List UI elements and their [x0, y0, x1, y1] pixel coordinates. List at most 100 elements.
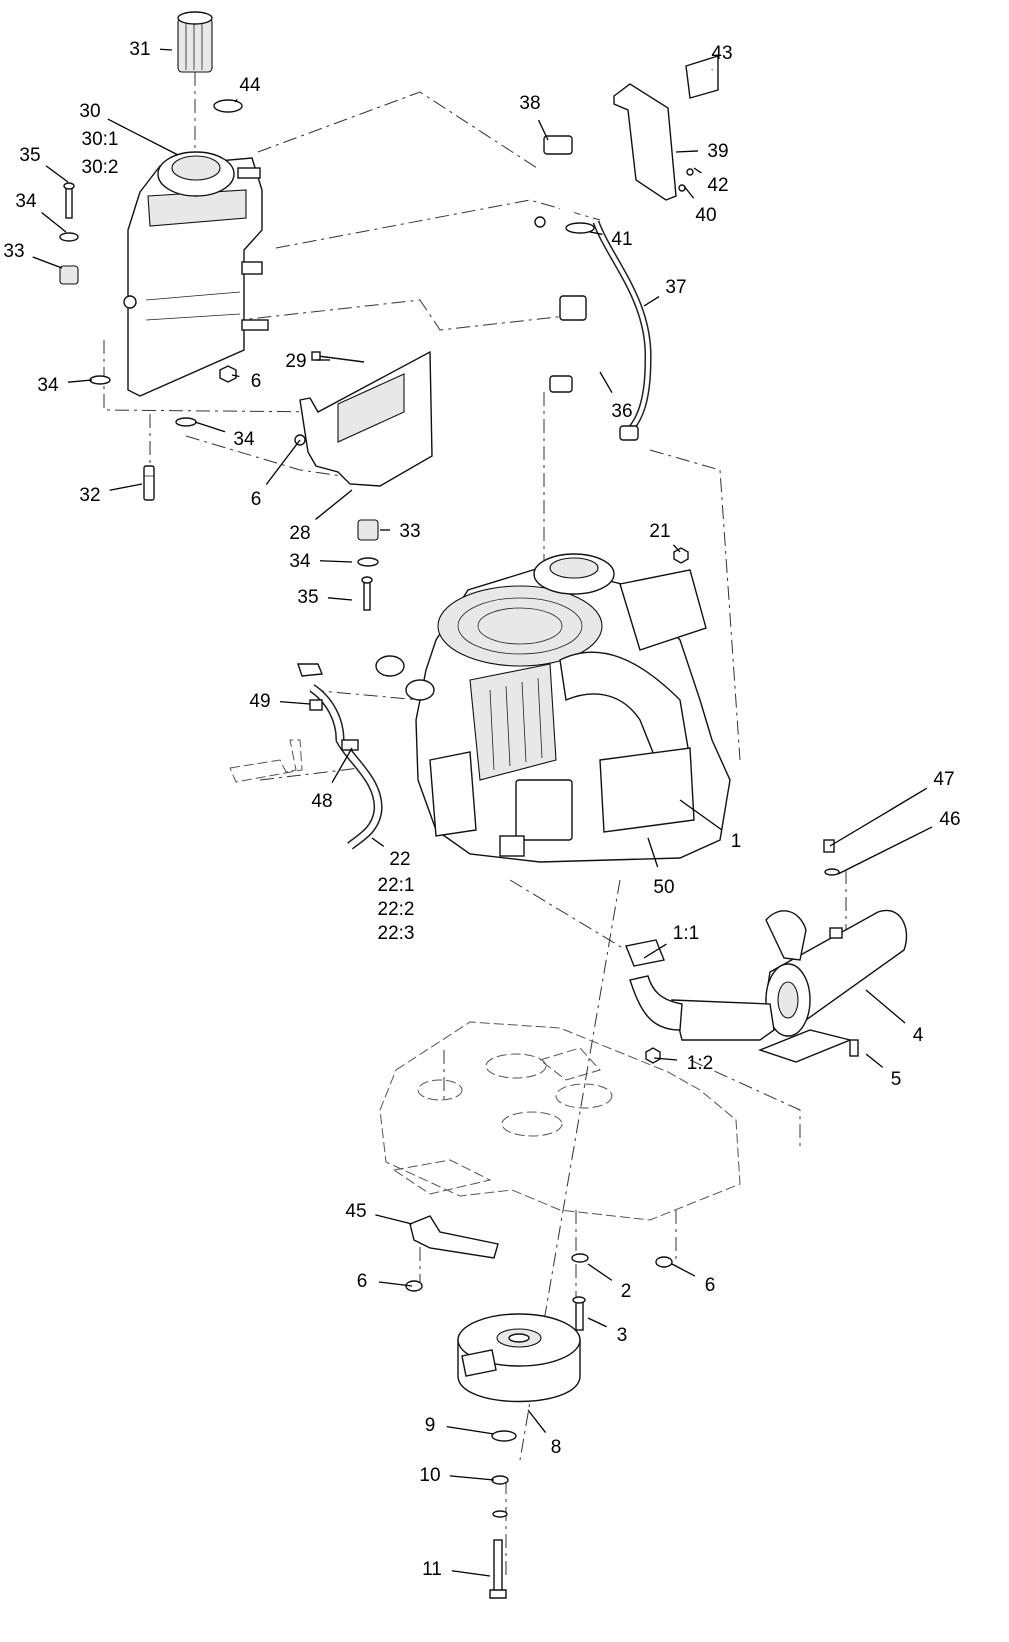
- callout-label: 34: [233, 429, 255, 450]
- callout-label: 35: [297, 587, 318, 608]
- washer-part-10b: [492, 1510, 508, 1518]
- leader-line: [865, 1053, 884, 1068]
- clutch-part: [457, 1313, 581, 1403]
- callout-c34c: 34: [194, 421, 255, 450]
- washer-part-10: [491, 1475, 509, 1485]
- callout-c28: 28: [289, 489, 353, 544]
- fuel-hoses-part: [534, 135, 652, 441]
- callout-c10: 10: [419, 1465, 495, 1486]
- callout-label: 46: [939, 809, 960, 830]
- callout-label: 32: [79, 485, 100, 506]
- leader-line: [315, 489, 353, 520]
- callout-c6b: 6: [251, 439, 301, 510]
- callout-c31: 31: [129, 39, 173, 60]
- bolt-part-3: [572, 1296, 586, 1331]
- leader-line: [279, 700, 311, 705]
- leader-line: [446, 1425, 495, 1435]
- leader-line: [109, 483, 143, 491]
- callout-c30-2: 30:2: [82, 157, 119, 178]
- leader-line: [653, 1057, 678, 1061]
- leader-line: [865, 989, 906, 1024]
- washer-part-6d: [655, 1256, 673, 1268]
- callout-c1-2: 1:2: [653, 1053, 713, 1074]
- leader-line: [331, 747, 353, 784]
- leader-line: [371, 837, 385, 847]
- callout-label: 29: [285, 351, 306, 372]
- callout-c22-2: 22:2: [378, 899, 415, 920]
- callout-c37: 37: [643, 277, 687, 307]
- callout-c3: 3: [587, 1317, 628, 1346]
- callout-label: 1:1: [673, 923, 699, 944]
- leader-line: [107, 118, 179, 156]
- callout-label: 22:2: [378, 899, 415, 920]
- callout-label: 2: [621, 1281, 632, 1302]
- callout-label: 34: [289, 551, 311, 572]
- callout-label: 44: [239, 75, 261, 96]
- leader-line: [587, 1263, 613, 1281]
- callout-label: 4: [913, 1025, 924, 1046]
- leader-line: [41, 211, 67, 233]
- callout-c2: 2: [587, 1263, 632, 1302]
- leader-line: [537, 119, 549, 141]
- lower-mount-stack: [357, 519, 379, 611]
- nut-part-21: [673, 547, 689, 564]
- callout-label: 31: [129, 39, 150, 60]
- callout-c39: 39: [675, 141, 729, 162]
- callout-label: 3: [617, 1325, 628, 1346]
- callout-c1: 1: [679, 799, 741, 852]
- leader-line: [159, 48, 173, 51]
- fuel-filter-part: [177, 11, 213, 73]
- callout-c22-1: 22:1: [378, 875, 415, 896]
- callout-c6a: 6: [231, 371, 262, 392]
- callout-c36: 36: [599, 371, 633, 422]
- callout-c48: 48: [311, 747, 353, 812]
- callout-c8: 8: [527, 1409, 561, 1458]
- muffler-part: [625, 909, 908, 1063]
- clamp-part: [213, 99, 243, 113]
- callout-c5: 5: [865, 1053, 901, 1090]
- callout-label: 9: [425, 1415, 436, 1436]
- leader-line: [589, 231, 603, 235]
- leader-line: [693, 167, 702, 174]
- callout-c6c: 6: [357, 1271, 413, 1292]
- callout-label: 33: [399, 521, 420, 542]
- callout-label: 33: [3, 241, 24, 262]
- leader-line: [675, 150, 699, 153]
- leader-line: [527, 1409, 547, 1433]
- callout-c1-1: 1:1: [643, 923, 699, 959]
- callout-c33b: 33: [380, 521, 421, 542]
- leader-line: [672, 544, 681, 553]
- leader-line: [683, 185, 695, 199]
- leader-line: [679, 799, 723, 831]
- callout-label: 39: [707, 141, 728, 162]
- callout-c11: 11: [422, 1559, 491, 1580]
- callout-label: 45: [345, 1201, 366, 1222]
- leader-line: [599, 371, 613, 394]
- callout-label: 38: [519, 93, 540, 114]
- callout-label: 10: [419, 1465, 440, 1486]
- callout-c45: 45: [345, 1201, 413, 1225]
- leader-line: [837, 826, 933, 875]
- callout-label: 40: [695, 205, 716, 226]
- screw-part-47: [823, 839, 835, 853]
- callout-c34b: 34: [37, 375, 93, 396]
- washer-part-2: [571, 1253, 589, 1263]
- fuel-fitting-part: [143, 465, 155, 501]
- leader-line: [45, 165, 69, 183]
- leader-line: [378, 1281, 413, 1287]
- callout-label: 1:2: [687, 1053, 713, 1074]
- heat-shield-part: [613, 55, 719, 201]
- callout-label: 49: [249, 691, 270, 712]
- callout-c22: 22: [371, 837, 411, 870]
- bracket-part-45: [409, 1215, 499, 1259]
- callout-c42: 42: [693, 167, 729, 196]
- callout-label: 34: [15, 191, 37, 212]
- callout-c43: 43: [711, 43, 733, 71]
- callout-c49: 49: [249, 691, 311, 712]
- callout-c6d: 6: [671, 1263, 715, 1296]
- callout-c50: 50: [647, 837, 675, 898]
- callout-label: 22:1: [378, 875, 415, 896]
- callout-label: 6: [251, 371, 262, 392]
- nut-part-1-2: [645, 1047, 661, 1064]
